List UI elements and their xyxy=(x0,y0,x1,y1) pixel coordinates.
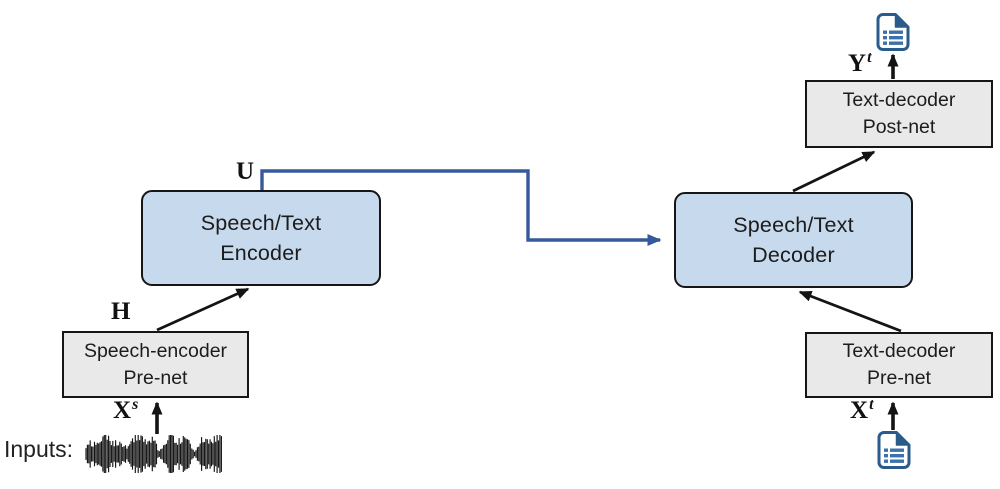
node-text-decoder-postnet: Text-decoder Post-net xyxy=(805,80,993,148)
document-icon-text-lines xyxy=(884,448,904,463)
label-x-s: Xs xyxy=(113,395,139,424)
label-u: U xyxy=(236,158,255,185)
arrow-text-prenet-to-decoder xyxy=(798,290,902,333)
node-label-line: Pre-net xyxy=(123,366,188,389)
arrow-decoder-to-postnet xyxy=(792,150,876,193)
node-label-line: Speech-encoder xyxy=(83,339,228,362)
node-label-line: Text-decoder xyxy=(842,340,956,362)
label-x-t: Xt xyxy=(850,395,874,424)
document-icon-text-lines xyxy=(883,30,903,45)
node-label-line: Decoder xyxy=(752,243,835,267)
node-speech-text-encoder: Speech/Text Encoder xyxy=(141,190,381,286)
document-icon-input xyxy=(877,431,911,469)
node-speech-text-decoder: Speech/Text Decoder xyxy=(674,192,913,288)
node-label-line: Speech/Text xyxy=(200,211,322,235)
inputs-label: Inputs: xyxy=(4,436,74,462)
arrow-speech-prenet-to-encoder xyxy=(156,287,250,332)
node-text-decoder-prenet: Text-decoder Pre-net xyxy=(805,332,993,398)
label-y-t: Yt xyxy=(848,48,872,77)
node-label-line: Post-net xyxy=(862,116,936,138)
label-h: H xyxy=(111,298,131,325)
node-label-line: Speech/Text xyxy=(733,213,854,237)
waveform-icon xyxy=(85,435,222,473)
node-speech-encoder-prenet: Speech-encoder Pre-net xyxy=(62,331,249,398)
node-label-line: Text-decoder xyxy=(842,89,956,111)
node-label-line: Pre-net xyxy=(867,367,931,389)
document-icon-output xyxy=(876,13,910,51)
node-label-line: Encoder xyxy=(220,241,302,265)
